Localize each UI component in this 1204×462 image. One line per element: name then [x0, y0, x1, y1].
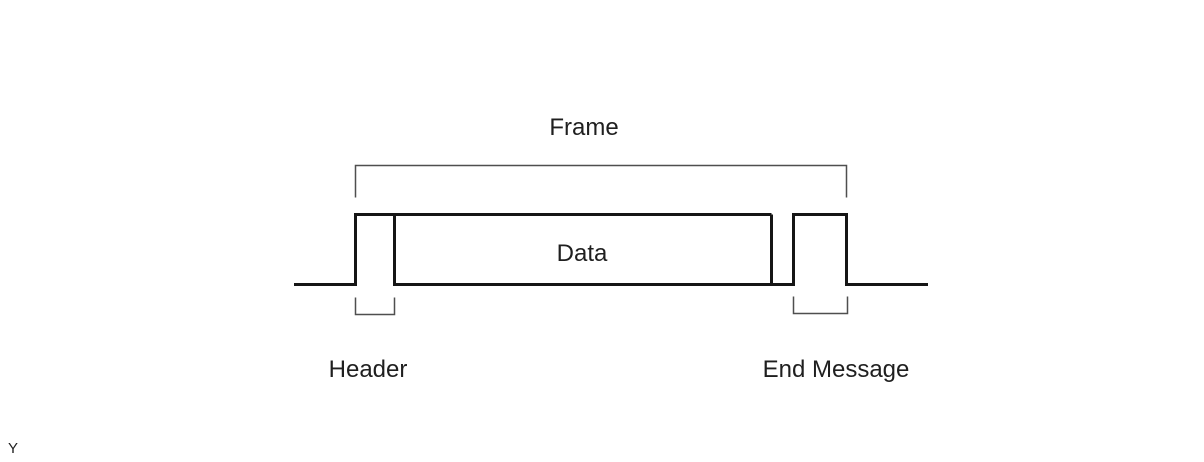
corner-y-label: Y	[8, 440, 18, 457]
header-label: Header	[329, 356, 408, 383]
data-label: Data	[557, 240, 608, 267]
frame-label: Frame	[549, 114, 618, 141]
end-message-label: End Message	[763, 356, 910, 383]
signal-waveform	[294, 213, 928, 286]
end-message-extent-bracket	[792, 296, 849, 315]
frame-extent-bracket	[354, 164, 848, 198]
header-extent-bracket	[354, 297, 396, 316]
